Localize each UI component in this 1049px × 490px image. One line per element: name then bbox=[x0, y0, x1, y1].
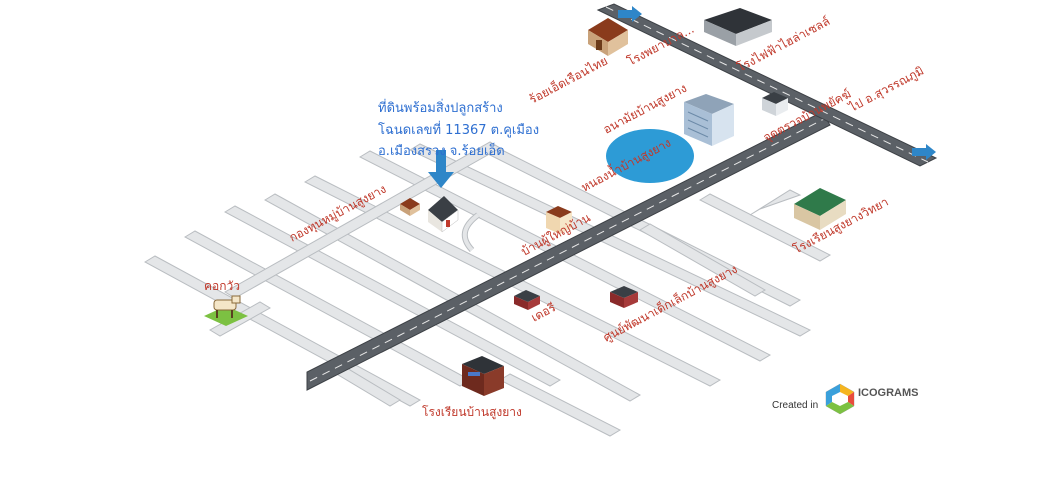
label-school-bottom: โรงเรียนบ้านสูงยาง bbox=[422, 405, 522, 420]
callout-line-2: โฉนดเลขที่ 11367 ต.คูเมือง bbox=[378, 121, 539, 138]
icograms-logo-icon bbox=[825, 383, 855, 415]
callout-line-1: ที่ดินพร้อมสิ่งปลูกสร้าง bbox=[378, 99, 503, 116]
label-health-station: อนามัยบ้านสูงยาง bbox=[601, 81, 690, 138]
temple-icon bbox=[514, 290, 540, 310]
icograms-brand-text: ICOGRAMS bbox=[858, 387, 919, 399]
village-head-house-icon bbox=[546, 206, 572, 234]
school-icon-bottom bbox=[462, 356, 504, 396]
arrow-icon-top bbox=[618, 6, 642, 22]
cow-icon bbox=[204, 295, 248, 326]
pond bbox=[606, 129, 694, 183]
main-road bbox=[306, 3, 938, 391]
small-house-icon bbox=[400, 198, 420, 216]
house-icon-top bbox=[588, 18, 628, 56]
office-building-icon bbox=[684, 94, 734, 146]
school-icon-right bbox=[794, 188, 846, 230]
label-roiet-thai-house: ร้อยเอ็ดเรือนไทย bbox=[526, 53, 610, 107]
arrow-icon-right bbox=[912, 144, 936, 160]
label-to-suwannaphum: ไป อ.สุวรรณภูมิ bbox=[846, 64, 927, 116]
callout-line-3: อ.เมืองสรวง จ.ร้อยเอ็ด bbox=[378, 141, 505, 159]
factory-icon bbox=[704, 8, 772, 46]
target-house-icon bbox=[428, 196, 459, 233]
checkpoint-icon bbox=[762, 92, 788, 116]
created-in-text: Created in bbox=[772, 400, 818, 411]
label-cattle-farm: คอกวัว bbox=[204, 279, 240, 293]
child-center-icon bbox=[610, 286, 638, 308]
location-pointer-arrow bbox=[428, 150, 454, 188]
